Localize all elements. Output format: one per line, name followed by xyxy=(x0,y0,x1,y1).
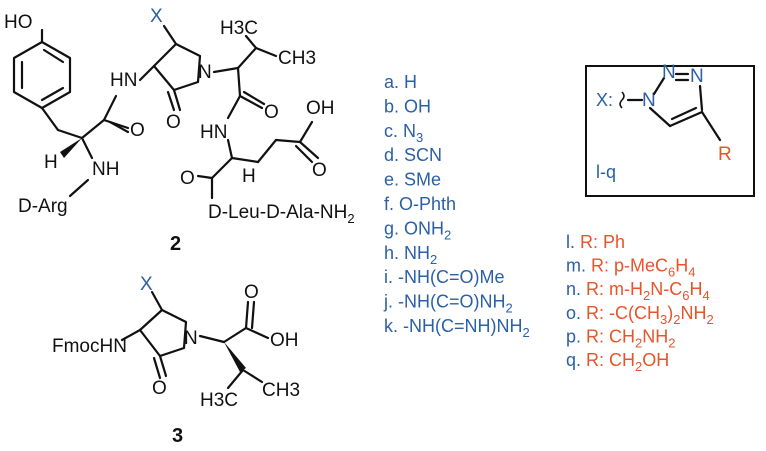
h-bottom-label: H xyxy=(242,166,256,187)
substituent-item: e. SMe xyxy=(384,170,441,190)
chain-label: D-Leu-D-Ala-NH2 xyxy=(208,202,355,226)
fmochn-label: FmocHN xyxy=(52,336,127,357)
triazole-n2: N xyxy=(662,62,676,83)
triazole-x-label: X: xyxy=(596,90,613,110)
triazole-n1: N xyxy=(642,90,656,111)
o-left-label: O xyxy=(130,120,145,141)
compound-3-number: 3 xyxy=(172,425,183,447)
nh-bottom-label: NH xyxy=(92,159,119,180)
compound-2: HO H O HN NH D-Arg X O N H3C CH xyxy=(4,6,355,255)
x-label-3: X xyxy=(140,274,153,295)
triazole-r: R xyxy=(718,144,732,165)
hn-right-label: HN xyxy=(200,122,227,143)
n-ring-label-3: N xyxy=(184,328,198,349)
oh-label-2: OH xyxy=(306,98,335,119)
n-ring-label: N xyxy=(198,62,212,83)
substituent-item: b. OH xyxy=(384,96,431,116)
substituent-item: g. ONH2​ xyxy=(384,218,451,242)
substituent-item: a. H xyxy=(384,72,417,92)
o-ring-label-3: O xyxy=(152,378,167,399)
h3c-label-3: H3C xyxy=(200,390,238,411)
r-group-item: o. R: -C(CH3​)2​NH2​ xyxy=(566,303,714,327)
o-mid-label: O xyxy=(166,112,181,133)
substituent-list: a. H b. OH c. N3​d. SCN e. SMe f. O-Phth g. O… xyxy=(383,72,530,340)
substituent-item: k. -NH(C=NH)NH2​ xyxy=(384,316,530,340)
substituent-item: c. N3​ xyxy=(384,121,423,145)
substituent-item: f. O-Phth xyxy=(384,194,456,214)
oh-label-3: OH xyxy=(270,330,299,351)
r-group-item: l. R: Ph xyxy=(566,232,625,252)
phenol-ring xyxy=(12,28,84,140)
lactam-ring xyxy=(152,42,202,112)
compound-2-number: 2 xyxy=(170,233,181,255)
substituent-item: j. -NH(C=O)NH2​ xyxy=(383,292,513,316)
r-group-item: m. R: p-MeC6​H4​ xyxy=(566,256,696,280)
o-right-label: O xyxy=(264,102,279,123)
o-acid-label-2: O xyxy=(312,160,327,181)
r-group-list: l. R: Ph m. R: p-MeC6​H4​n. R: m-H2​N-C6​… xyxy=(566,232,714,374)
x-label-2: X xyxy=(150,6,163,27)
r-group-item: p. R: CH2​NH2​ xyxy=(566,326,676,350)
ho-label: HO xyxy=(4,12,33,33)
substituent-item: i. -NH(C=O)Me xyxy=(384,267,505,287)
ch3-label-3: CH3 xyxy=(262,380,300,401)
o-acid-label-3: O xyxy=(244,282,259,303)
nh-left-label: HN xyxy=(110,70,137,91)
triazole-n3: N xyxy=(690,66,704,87)
h-left-label: H xyxy=(44,152,58,173)
h3c-label-2: H3C xyxy=(220,18,258,39)
o-bottom-label: O xyxy=(180,168,195,189)
triazole-range: l-q xyxy=(596,162,616,182)
compound-3: X O FmocHN N O OH H3C CH3 3 xyxy=(52,274,300,447)
substituent-item: d. SCN xyxy=(384,145,442,165)
r-group-item: n. R: m-H2​N-C6​H4​ xyxy=(566,279,710,303)
ch3-label-2: CH3 xyxy=(278,48,316,69)
d-arg-label: D-Arg xyxy=(18,196,68,217)
triazole-box: X: N N N R l-q xyxy=(585,62,755,197)
r-group-item: q. R: CH2​OH xyxy=(566,350,669,374)
substituent-item: h. NH2​ xyxy=(384,243,437,267)
